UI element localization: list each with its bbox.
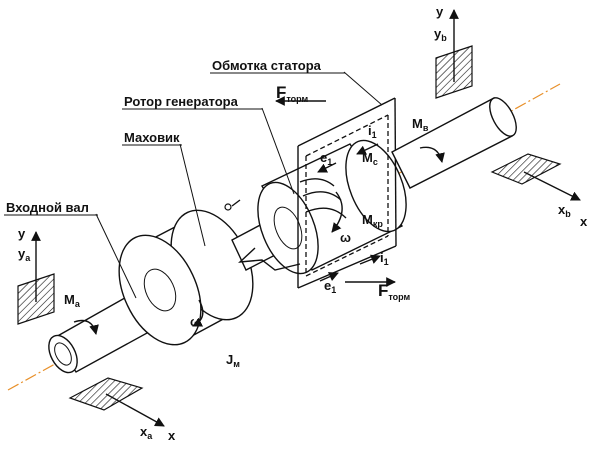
moment-label-b: Mв [412, 116, 429, 133]
frame-top-right [435, 9, 581, 201]
label-stator-winding: Обмотка статора [212, 58, 322, 73]
axis-xb-right: xb [558, 202, 571, 219]
axis-xa-bottom: xa [140, 424, 153, 441]
flywheel [118, 209, 254, 346]
leader-stator [343, 71, 383, 106]
axis-x-bottom: x [168, 428, 176, 443]
leader-input-shaft [95, 213, 137, 299]
leader-rotor [261, 107, 295, 195]
leader-flywheel [179, 143, 206, 247]
force-label-bottom: Fторм [378, 281, 411, 302]
inertia-label: Jм [226, 352, 240, 369]
frame-bottom-left [17, 231, 165, 427]
omega-label-rotor: ω [340, 230, 351, 245]
axis-y-left: y [18, 226, 26, 241]
label-generator-rotor: Ротор генератора [124, 94, 239, 109]
generator-rotor [224, 139, 407, 275]
emf-label-bottom: e1 [324, 278, 336, 295]
input-moment-arc [73, 319, 99, 335]
label-flywheel: Маховик [124, 130, 180, 145]
axis-ya-left: ya [18, 246, 31, 263]
axis-yb-top-right: yb [434, 26, 447, 43]
stator-winding [297, 97, 397, 289]
moment-label-a: Ma [64, 292, 81, 309]
moment-label-kr: Mкр [362, 212, 383, 229]
force-label-top: Fторм [276, 83, 309, 104]
output-shaft [391, 97, 517, 189]
omega-label-flywheel: ω [190, 314, 201, 329]
label-input-shaft: Входной вал [6, 200, 89, 215]
axis-y-top-right: y [436, 4, 444, 19]
current-label-top: i1 [368, 123, 377, 140]
emf-label-top: e1 [320, 150, 332, 167]
current-label-bottom: i1 [380, 250, 389, 267]
axis-x-right: x [580, 214, 588, 229]
moment-label-c: Mc [362, 150, 378, 167]
